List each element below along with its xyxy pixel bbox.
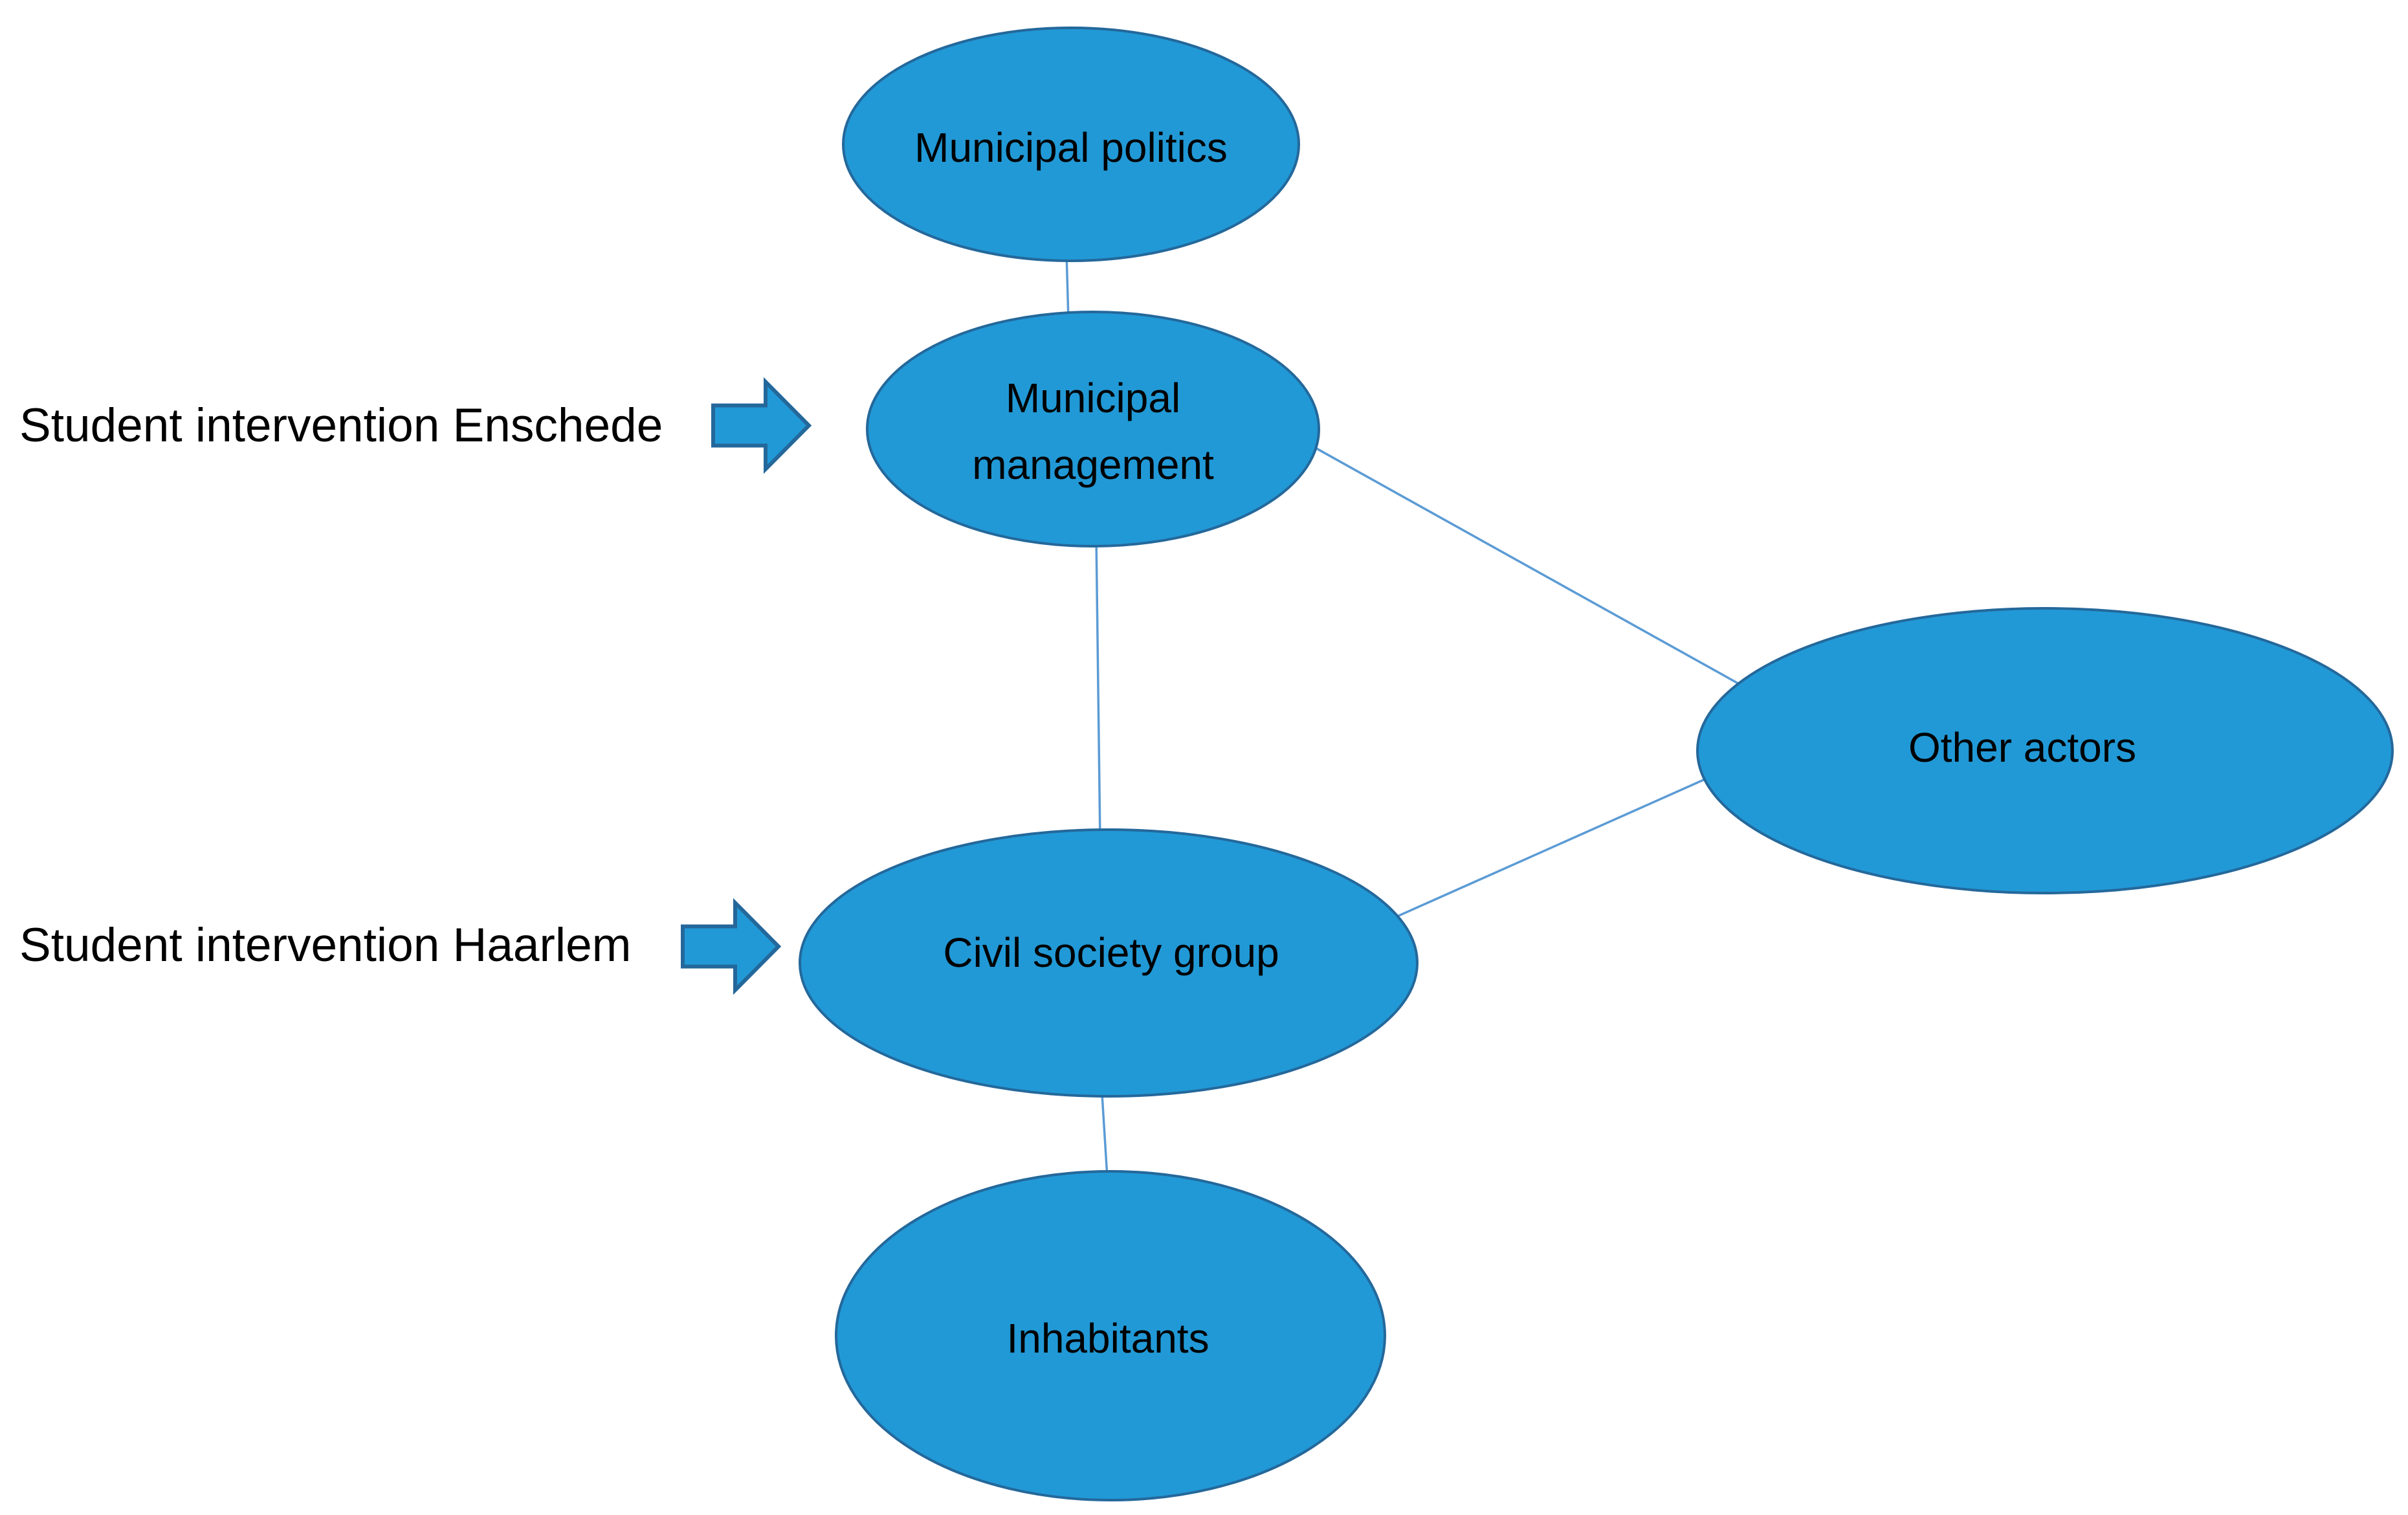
annotation-enschede: Student intervention Enschede	[19, 377, 812, 474]
annotation-haarlem: Student intervention Haarlem	[19, 898, 782, 995]
right-arrow-icon	[711, 377, 812, 474]
right-arrow-icon	[681, 898, 782, 995]
node-municipal-management-shape	[866, 311, 1320, 547]
connectors	[1065, 252, 1761, 1188]
connector-management-civil	[1095, 536, 1101, 842]
node-other-actors-label: Other actors	[1908, 724, 2136, 771]
node-municipal-politics-shape	[842, 27, 1300, 262]
node-other-actors-shape	[1696, 607, 2394, 894]
connector-management-other	[1307, 442, 1761, 697]
node-other-actors: Other actors	[1696, 607, 2394, 894]
node-municipal-politics: Municipal politics	[842, 27, 1300, 262]
node-municipal-management: Municipal management	[866, 311, 1320, 547]
node-municipal-politics-label: Municipal politics	[914, 124, 1228, 171]
node-civil-society-group-label: Civil society group	[943, 929, 1279, 976]
node-municipal-management-label-line1: Municipal	[1006, 375, 1180, 421]
node-civil-society-group: Civil society group	[799, 828, 1419, 1098]
node-inhabitants: Inhabitants	[835, 1170, 1386, 1501]
node-civil-society-group-shape	[799, 828, 1419, 1098]
node-inhabitants-shape	[835, 1170, 1386, 1501]
annotation-haarlem-label: Student intervention Haarlem	[19, 919, 631, 971]
connector-politics-management	[1065, 252, 1070, 321]
node-inhabitants-label: Inhabitants	[1006, 1315, 1209, 1362]
connector-civil-other	[1391, 772, 1719, 920]
annotation-enschede-label: Student intervention Enschede	[19, 399, 663, 452]
node-municipal-management-label-line2: management	[972, 441, 1214, 488]
